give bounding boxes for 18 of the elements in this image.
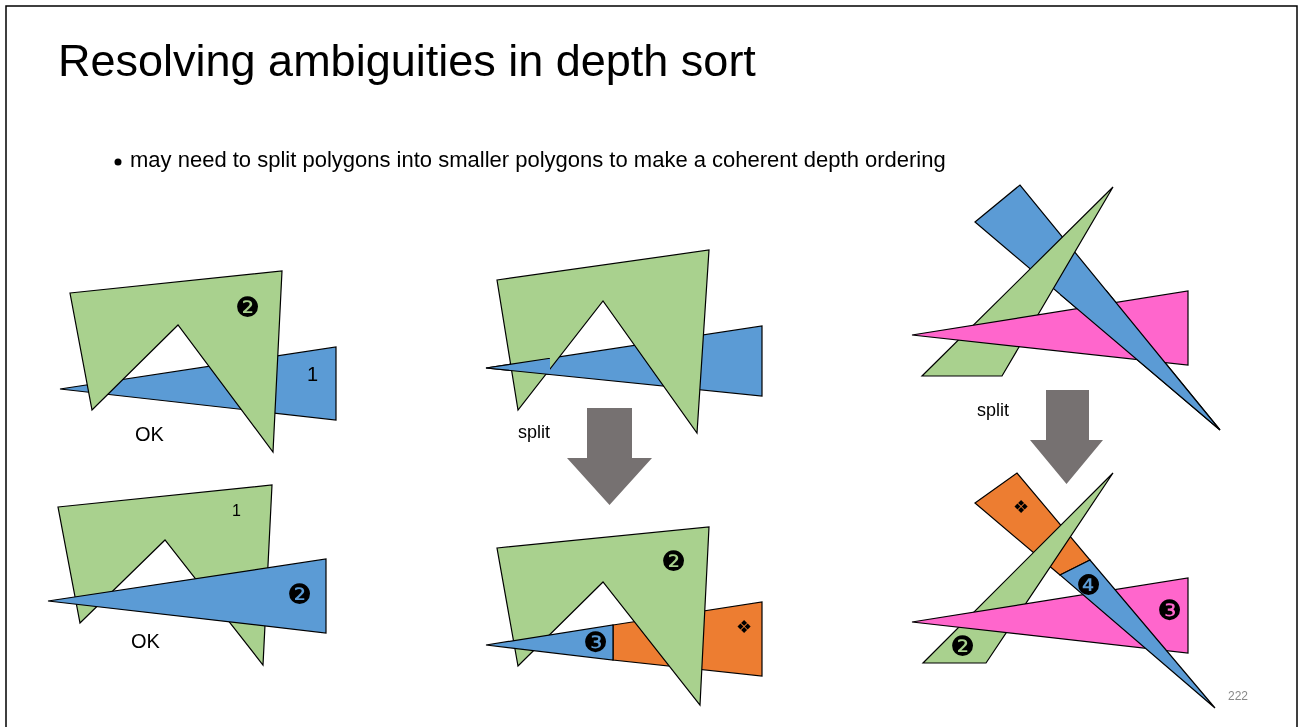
number-label: 1 (307, 364, 319, 384)
circled-number: ❷ (661, 548, 687, 576)
page-number: 222 (1228, 690, 1249, 702)
slide-title: Resolving ambiguities in depth sort (58, 38, 756, 83)
circled-number: ❷ (235, 294, 261, 322)
ornament-mark: ❖ (1013, 498, 1030, 516)
number-label: 1 (232, 503, 241, 519)
circled-number: ❷ (950, 633, 976, 661)
split-label: split (977, 401, 1009, 419)
ok-label: OK (135, 424, 164, 444)
circled-number: ❷ (287, 581, 313, 609)
bullet-text: may need to split polygons into smaller polygons to make a coherent depth ordering (130, 149, 946, 171)
circled-number: ❸ (1157, 597, 1183, 625)
ornament-mark: ❖ (736, 618, 753, 636)
split-label: split (518, 423, 550, 441)
circled-number: ❹ (1076, 572, 1102, 600)
ok-label: OK (131, 631, 160, 651)
circled-number: ❸ (583, 629, 609, 657)
